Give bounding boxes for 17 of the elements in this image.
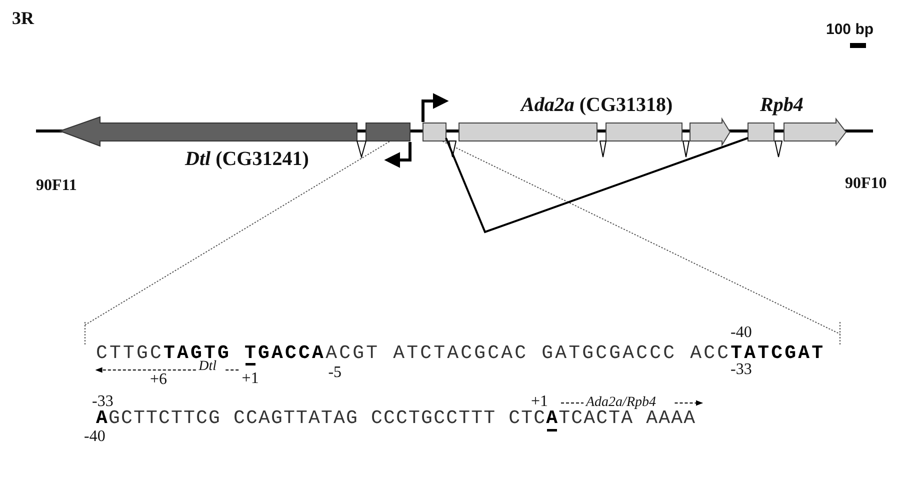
position-number: -40 (84, 429, 106, 445)
position-number: +1 (242, 371, 259, 387)
position-number: -40 (730, 325, 752, 341)
band-label: 90F11 (36, 178, 77, 194)
gene-label: Dtl (CG31241) (185, 149, 309, 169)
gene-label: Ada2a (CG31318) (521, 95, 673, 115)
position-number: +1 (531, 394, 548, 410)
sequence-text: AGCTTCTTCG CCAGTTATAG CCCTGCCTTT CTCATCACTA AAAA (96, 409, 696, 428)
chromosome-label: 3R (12, 9, 34, 27)
position-number: -33 (92, 394, 114, 410)
scale-label: 100 bp (826, 22, 874, 37)
position-number: -5 (328, 365, 342, 381)
gene-direction-label: Ada2a/Rpb4 (586, 396, 656, 410)
gene-label: Rpb4 (760, 95, 804, 115)
position-number: -33 (730, 362, 752, 378)
band-label: 90F10 (845, 176, 887, 192)
position-number: +6 (150, 372, 168, 388)
